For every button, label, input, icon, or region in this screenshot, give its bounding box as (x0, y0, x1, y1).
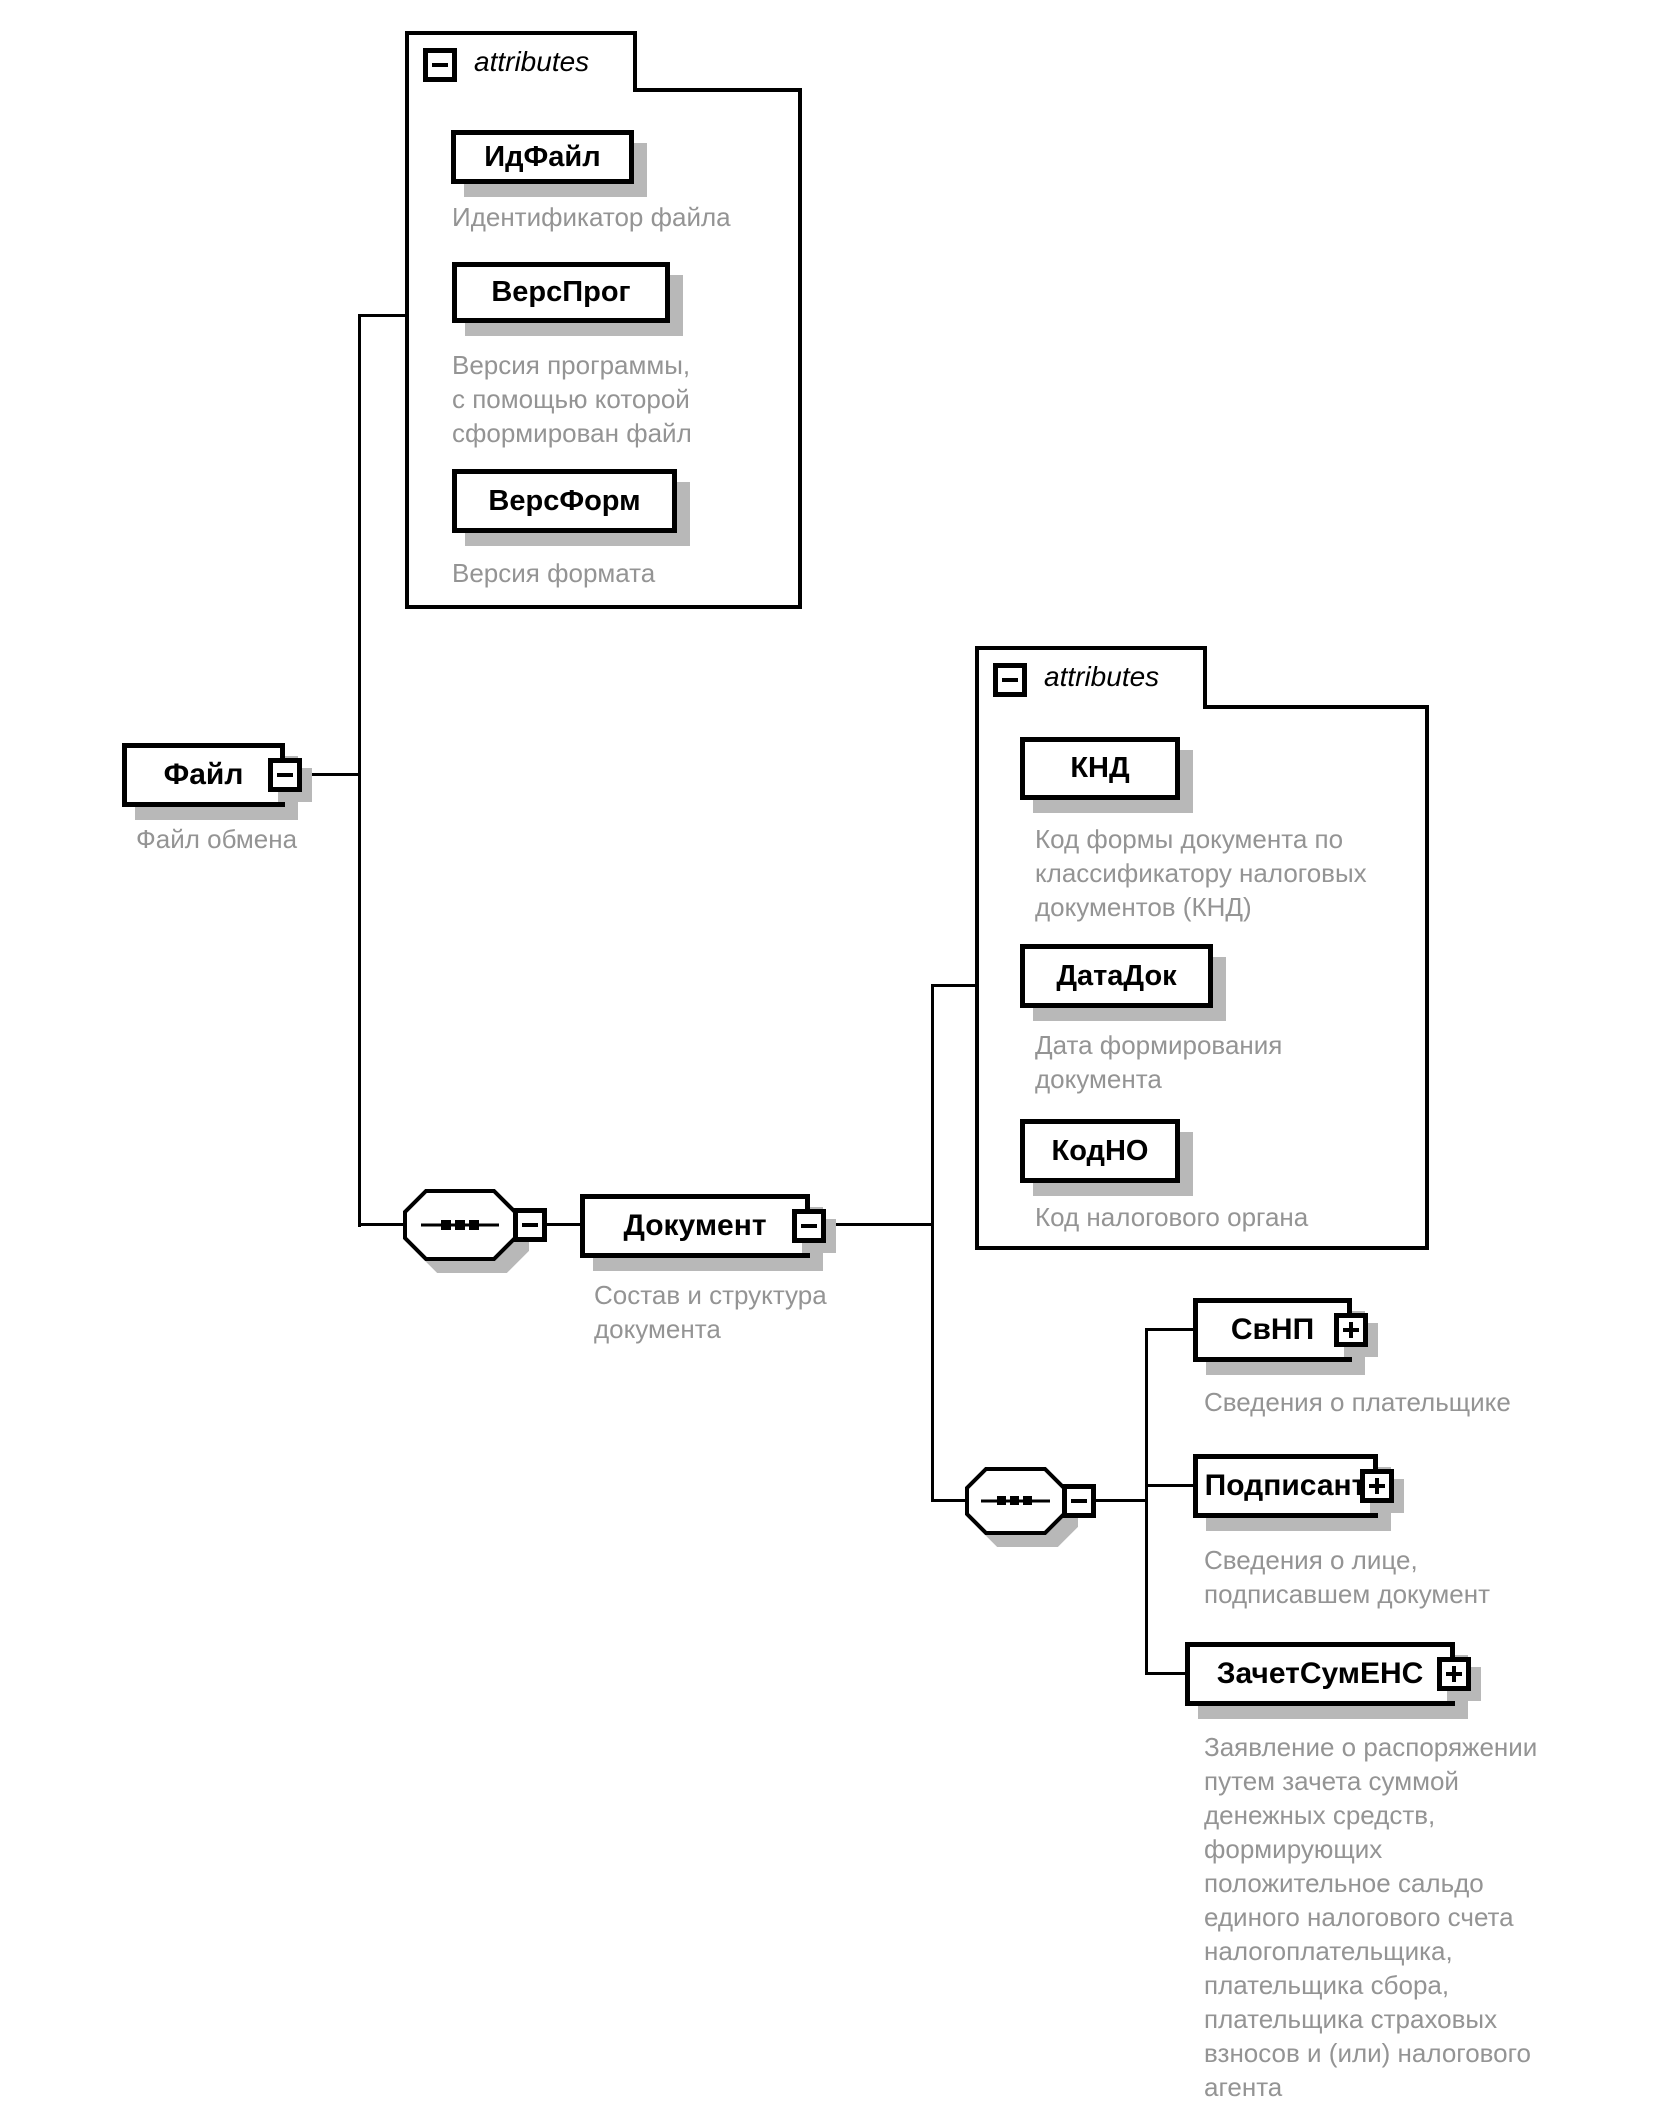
element-name: ЗачетСумЕНС (1216, 1657, 1424, 1690)
minus-icon (273, 763, 297, 787)
connector-line (931, 984, 978, 987)
attribute-name: ВерсПрог (491, 276, 631, 308)
connector-line (1145, 1328, 1195, 1331)
connector-line (1145, 1672, 1187, 1675)
connector-line (1145, 1484, 1195, 1487)
attribute-versform[interactable]: ВерсФорм (452, 469, 677, 533)
attribute-name: ВерсФорм (488, 484, 641, 517)
attribute-idfile[interactable]: ИдФайл (451, 130, 634, 184)
plus-icon (1339, 1318, 1363, 1342)
connector-line (358, 314, 361, 1227)
annotation-knd: Код формы документа по классификатору на… (1035, 824, 1367, 922)
annotation-datadoc: Дата формирования документа (1035, 1030, 1283, 1094)
attribute-name: КодНО (1051, 1134, 1149, 1167)
collapse-button-document[interactable] (792, 1209, 826, 1243)
plus-icon (1442, 1662, 1466, 1686)
connector-line (358, 1223, 408, 1226)
expand-button-svnp[interactable] (1334, 1313, 1368, 1347)
collapse-attributes-button-file[interactable] (423, 48, 457, 82)
collapse-sequence-button-1[interactable] (513, 1208, 547, 1242)
element-document[interactable]: Документ (580, 1194, 810, 1258)
annotation-versprog: Версия программы, с помощью которой сфор… (452, 350, 692, 448)
minus-icon (998, 668, 1022, 692)
attribute-knd[interactable]: КНД (1020, 737, 1180, 800)
element-zachetsumens[interactable]: ЗачетСумЕНС (1185, 1642, 1455, 1706)
minus-icon (518, 1213, 542, 1237)
element-name: СвНП (1230, 1313, 1315, 1346)
annotation-versform: Версия формата (452, 558, 656, 588)
expand-button-podpisant[interactable] (1360, 1469, 1394, 1503)
annotation-file: Файл обмена (136, 824, 298, 854)
annotation-kodno: Код налогового органа (1035, 1202, 1309, 1232)
connector-line (931, 984, 934, 1502)
attribute-datadoc[interactable]: ДатаДок (1020, 944, 1213, 1008)
attribute-name: ДатаДок (1056, 959, 1177, 992)
sequence-icon[interactable] (965, 1467, 1066, 1535)
collapse-button-file[interactable] (268, 758, 302, 792)
attribute-name: ИдФайл (484, 140, 601, 173)
minus-icon (797, 1214, 821, 1238)
collapse-attributes-button-document[interactable] (993, 663, 1027, 697)
attributes-group-label: attributes (1044, 661, 1160, 692)
attribute-versprog[interactable]: ВерсПрог (452, 262, 670, 323)
expand-button-zachetsumens[interactable] (1437, 1657, 1471, 1691)
element-file[interactable]: Файл (122, 743, 285, 807)
connector-line (1094, 1499, 1148, 1502)
plus-icon (1365, 1474, 1389, 1498)
minus-icon (1067, 1489, 1091, 1513)
connector-line (824, 1223, 934, 1226)
annotation-podpisant: Сведения о лице, подписавшем документ (1204, 1545, 1491, 1609)
element-name: Подписант (1204, 1469, 1367, 1502)
minus-icon (428, 53, 452, 77)
attributes-group-outline-file (405, 31, 802, 609)
annotation-document: Состав и структура документа (594, 1280, 827, 1344)
connector-line (300, 773, 361, 776)
connector-line (931, 1499, 971, 1502)
connector-line (358, 314, 408, 317)
annotation-svnp: Сведения о плательщике (1204, 1387, 1511, 1417)
element-svnp[interactable]: СвНП (1193, 1298, 1352, 1362)
attributes-group-label: attributes (474, 46, 590, 77)
element-name: Файл (163, 758, 244, 791)
annotation-zachetsumens: Заявление о распоряжении путем зачета су… (1204, 1732, 1538, 2102)
annotation-idfile: Идентификатор файла (452, 202, 731, 232)
element-name: Документ (623, 1209, 767, 1242)
attribute-name: КНД (1070, 752, 1130, 784)
attributes-group-outline-document (975, 646, 1429, 1250)
connector-line (545, 1223, 582, 1226)
element-podpisant[interactable]: Подписант (1193, 1454, 1378, 1518)
attribute-kodno[interactable]: КодНО (1020, 1119, 1180, 1183)
connector-line (1145, 1328, 1148, 1675)
sequence-icon[interactable] (403, 1189, 517, 1261)
collapse-sequence-button-2[interactable] (1062, 1484, 1096, 1518)
